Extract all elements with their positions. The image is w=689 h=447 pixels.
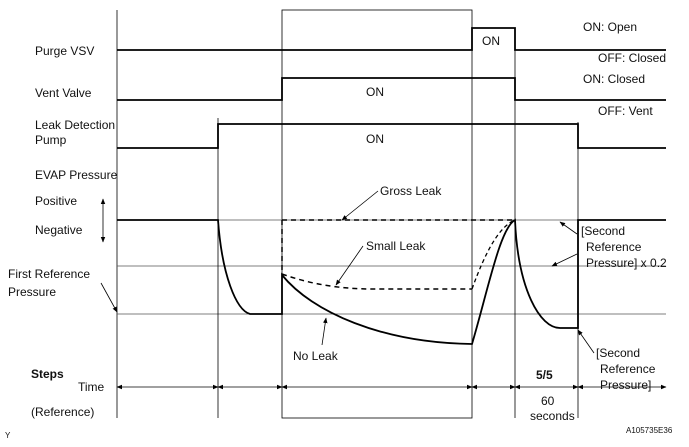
gross-leak-leader [341,190,379,221]
small-leak-label: Small Leak [366,239,426,253]
seconds-label: seconds [530,409,575,423]
no-leak-pressure-curve [117,218,666,345]
step-value-label: 5/5 [536,368,553,382]
second-ref-x02-label: Reference [586,240,642,254]
first-reference-label: First Reference [8,267,90,281]
second-ref-label: Pressure] [600,378,651,392]
second-ref-label: [Second [596,346,640,360]
steps-label: Steps [31,367,64,381]
vent-valve-label: Vent Valve [35,86,92,100]
seconds-label: 60 [541,394,555,408]
time-label: Time [78,380,105,394]
first-ref-leader [100,282,118,313]
leak-pump-label: Leak Detection [35,118,115,132]
pump-on-label: ON [366,132,384,146]
negative-label: Negative [35,223,83,237]
purge-vsv-signal [117,27,666,51]
second-ref-leader [577,329,595,354]
no-leak-leader [321,317,328,346]
reference-label: (Reference) [31,405,94,419]
vent-on-label: ON [366,85,384,99]
purge-on-state: ON: Open [583,20,637,34]
small-leak-recovery-curve [471,219,516,290]
small-leak-leader [335,245,364,286]
purge-off-state: OFF: Closed [598,51,666,65]
vent-valve-signal [117,77,666,101]
second-ref-x02-leader [551,253,578,267]
purge-on-label: ON [482,34,500,48]
no-leak-label: No Leak [293,349,339,363]
vent-off-state: OFF: Vent [598,104,653,118]
corner-marker: Y [5,431,11,440]
second-ref-x02-label: Pressure] x 0.2 [586,256,667,270]
vent-on-state: ON: Closed [583,72,645,86]
leak-pump-signal [117,123,666,149]
figure-id: A105735E36 [626,426,673,435]
leak-pump-label: Pump [35,133,67,147]
second-ref-x02-leader-top [559,221,578,235]
test-window-box [281,9,473,419]
gross-leak-label: Gross Leak [380,184,442,198]
evap-pressure-label: EVAP Pressure [35,168,118,182]
second-ref-x02-label: [Second [581,224,625,238]
first-reference-label: Pressure [8,285,56,299]
small-leak-curve [281,220,472,290]
purge-vsv-label: Purge VSV [35,44,94,58]
second-ref-label: Reference [600,362,656,376]
positive-label: Positive [35,194,77,208]
